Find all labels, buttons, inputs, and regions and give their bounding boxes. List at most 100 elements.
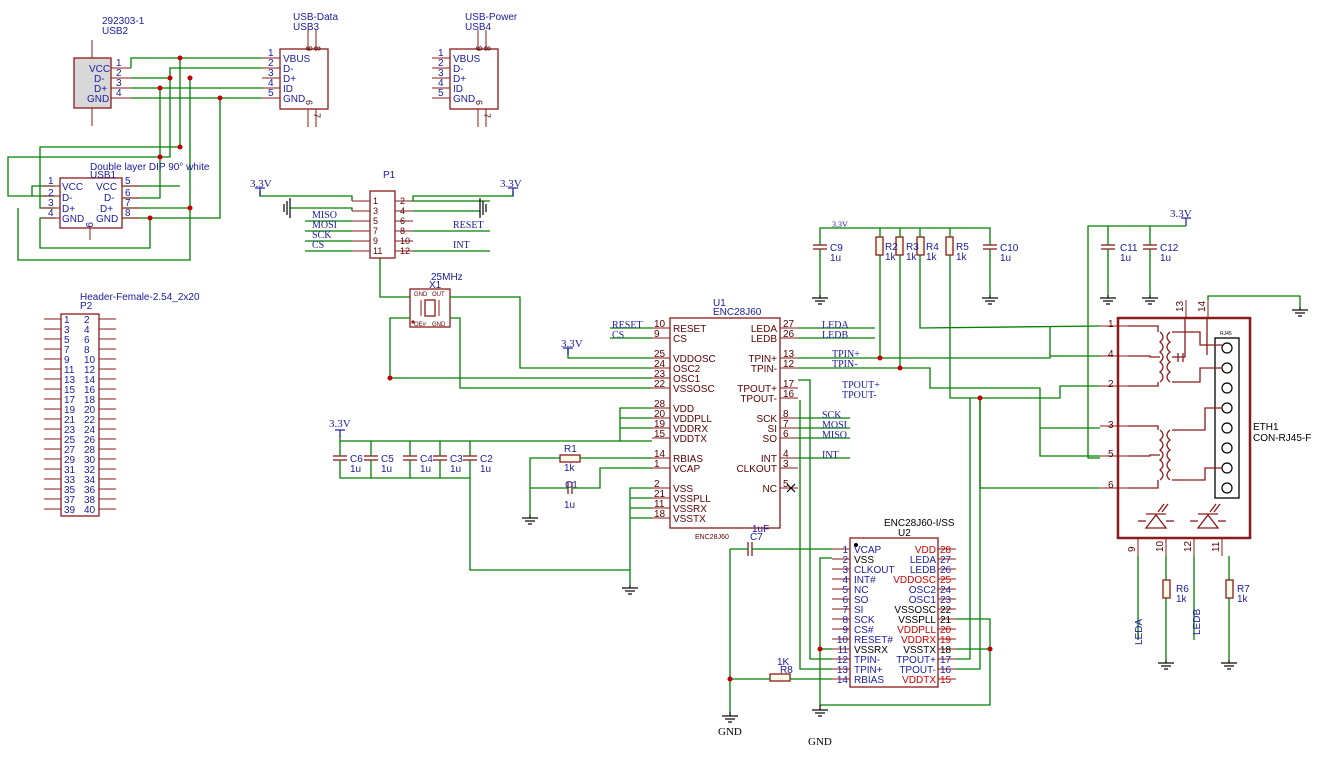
p2-pin-number: 12: [84, 365, 96, 376]
u1-value: ENC28J60: [713, 307, 762, 318]
net-label-u1-mosi: MOSI: [822, 420, 847, 431]
p2-pin-number: 39: [64, 505, 76, 516]
x1-crystal: 25MHz X1 GND OUT OE# GND: [409, 272, 463, 328]
u1-pin-name: TPIN-: [751, 364, 777, 375]
usb2-pin-dp: D+: [94, 84, 107, 95]
u2-pin-number: 19: [940, 635, 952, 646]
eth1-pin: 5: [1108, 449, 1114, 460]
usb4-pin: D+: [453, 74, 466, 85]
u2-pin-number: 26: [940, 565, 952, 576]
p2-pin-number: 11: [64, 365, 75, 376]
p1-header: P1 1 3 5 7 9 11 2 4 6 8 10 12: [352, 170, 413, 259]
usb4-pin: VBUS: [453, 54, 481, 65]
u2-pin-name: VDD: [915, 545, 936, 556]
net-label-u1-cs: CS: [612, 330, 624, 341]
u1-pin-name: VSS: [673, 484, 693, 495]
p1-num: 8: [400, 226, 405, 236]
u2-pin-number: 9: [842, 625, 848, 636]
u1-pin-name: VDDTX: [673, 434, 707, 445]
p2-pin-number: 5: [64, 335, 70, 346]
usb4-value: USB-Power: [465, 12, 518, 23]
r8-ref: R8: [780, 665, 793, 676]
c6-value: 1u: [350, 464, 361, 475]
p2-pin-number: 3: [64, 325, 70, 336]
u1-pin-name: SI: [768, 424, 777, 435]
u1-pin-number: 28: [654, 399, 666, 410]
p2-pin-number: 21: [64, 415, 76, 426]
u1-pin-name: TPIN+: [748, 354, 777, 365]
u2-pin-number: 14: [837, 675, 849, 686]
net-label-reset: RESET: [453, 220, 484, 231]
p2-pin-number: 8: [84, 345, 90, 356]
c3-ref: C3: [450, 454, 463, 465]
p1-wires: [259, 191, 514, 298]
p2-pin-number: 37: [64, 495, 76, 506]
u1-pin-name: VDDPLL: [673, 414, 712, 425]
u1-pin-number: 27: [783, 319, 795, 330]
c10-ref: C10: [1000, 243, 1019, 254]
usb4-num: 1: [438, 48, 444, 59]
u2-pin-number: 16: [940, 665, 952, 676]
net-label-tpinp: TPIN+: [832, 349, 860, 360]
usb3-num: 4: [268, 78, 274, 89]
gnd-label-right: GND: [808, 736, 832, 748]
eth1-bottom-pin: 12: [1183, 540, 1194, 552]
net-label-tpoutp: TPOUT+: [842, 380, 880, 391]
c3-value: 1u: [450, 464, 461, 475]
u1-pin-number: 4: [783, 449, 789, 460]
u1-pin-name: VSSRX: [673, 504, 707, 515]
u1-pin-number: 25: [654, 349, 666, 360]
usb1-num: 6: [125, 188, 131, 199]
p1-left-power-label: 3.3V: [250, 178, 272, 190]
u1-pin-number: 1: [654, 459, 660, 470]
u2-pin-name: SCK: [854, 615, 875, 626]
usb4-pin: ID: [453, 84, 463, 95]
u1-pin-name: VSSPLL: [673, 494, 711, 505]
u2-value: ENC28J60-I/SS: [884, 518, 955, 529]
c4-value: 1u: [420, 464, 431, 475]
c9-value: 1u: [830, 253, 841, 264]
x1-value: 25MHz: [431, 272, 463, 283]
usb2-num: 2: [116, 68, 122, 79]
u1-pin-number: 9: [654, 329, 660, 340]
usb1-num: 1: [48, 176, 54, 187]
usb4-bottom-pin: 6: [474, 100, 484, 105]
r3-ref: R3: [906, 242, 919, 253]
p1-num: 4: [400, 206, 405, 216]
p1-ref: P1: [383, 170, 396, 181]
p1-num: 11: [373, 246, 382, 256]
p2-pin-number: 23: [64, 425, 76, 436]
u2-pin-name: VSSOSC: [894, 605, 936, 616]
u2-pin-number: 22: [940, 605, 952, 616]
usb1-num: 3: [48, 198, 54, 209]
p2-pin-number: 28: [84, 445, 96, 456]
u2-pin-number: 1: [842, 545, 848, 556]
p1-num: 6: [400, 216, 405, 226]
u2-pin-number: 5: [842, 585, 848, 596]
p2-pin-number: 24: [84, 425, 96, 436]
usb1-num: 8: [125, 208, 131, 219]
usb4-top-pin: 8: [482, 46, 492, 51]
p2-pin-number: 30: [84, 455, 96, 466]
u2-pin-name: TPIN-: [854, 655, 880, 666]
c7-ref: C7: [750, 532, 763, 543]
net-label-u1-miso: MISO: [822, 430, 847, 441]
u2-pin-name: NC: [854, 585, 868, 596]
p1-num: 7: [373, 226, 378, 236]
p2-pin-number: 31: [64, 465, 76, 476]
u1-pin-name: VDDOSC: [673, 354, 716, 365]
usb4-ref: USB4: [465, 22, 492, 33]
u2-pin-name: VDDTX: [902, 675, 936, 686]
usb1-left-pin: D+: [62, 204, 75, 215]
p2-pin-number: 18: [84, 395, 96, 406]
u1-pin-name: VSSOSC: [673, 384, 715, 395]
u1-pin-number: 6: [783, 429, 789, 440]
x1-pin-gnd2: GND: [432, 322, 446, 328]
eth1-rj-label: RJ45: [1220, 331, 1232, 337]
u2-pin-name: VCAP: [854, 545, 882, 556]
u2-pin-number: 13: [837, 665, 849, 676]
u2-pin-number: 3: [842, 565, 848, 576]
